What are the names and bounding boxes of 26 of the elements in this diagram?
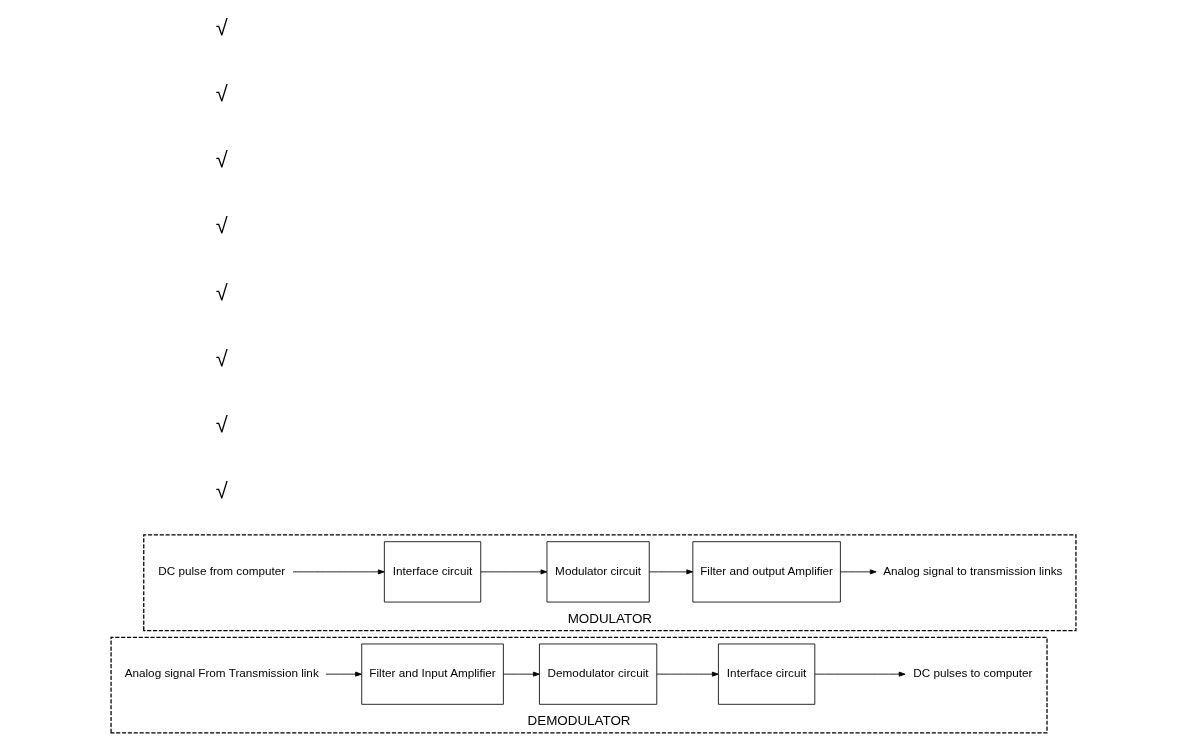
node-box: Filter and Input Amplifier xyxy=(361,643,504,705)
node-text: DC pulse from computer xyxy=(158,563,286,577)
arrow xyxy=(814,671,906,677)
label: √ xyxy=(215,213,228,239)
node-text: Analog signal From Transmission link xyxy=(124,666,319,680)
label: √ xyxy=(215,279,228,305)
arrow xyxy=(840,569,877,575)
label: √ xyxy=(215,345,228,371)
node-box: Demodulator circuit xyxy=(539,643,658,705)
node-box: Interface circuit xyxy=(383,541,482,603)
label: √ xyxy=(215,147,228,173)
node-box: Filter and output Amplifier xyxy=(692,541,841,603)
arrow xyxy=(480,569,548,575)
arrow xyxy=(656,671,719,677)
node-box: Modulator circuit xyxy=(546,541,650,603)
arrow xyxy=(503,671,540,677)
label: √ xyxy=(215,81,228,106)
label: √ xyxy=(215,478,228,504)
arrow xyxy=(649,569,694,575)
label: √ xyxy=(215,412,228,438)
node-box: Interface circuit xyxy=(718,643,816,705)
label: √ xyxy=(215,14,228,40)
node-text: DC pulses to computer xyxy=(913,666,1033,680)
arrow xyxy=(325,671,362,677)
node-text: Analog signal to transmission links xyxy=(883,563,1063,577)
arrow xyxy=(292,569,385,575)
